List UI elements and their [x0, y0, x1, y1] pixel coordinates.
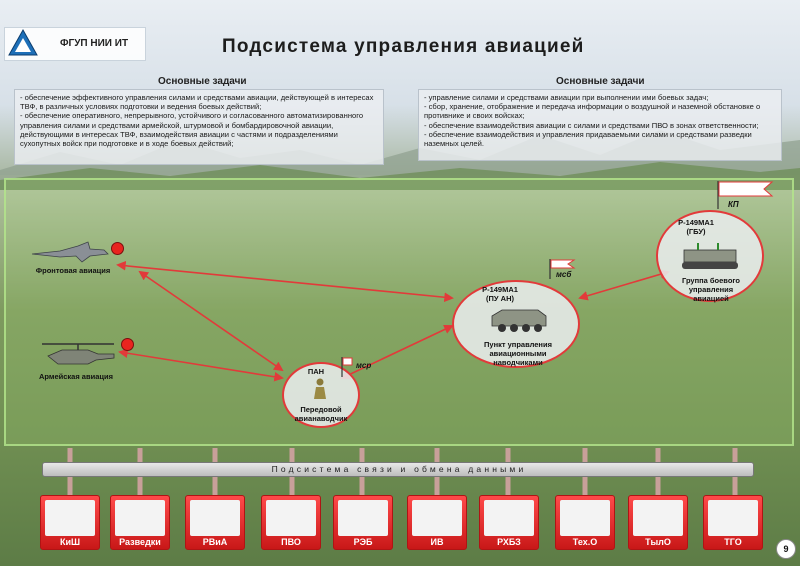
unit-vehicle-image — [45, 500, 95, 536]
msb-flag-label: мсб — [556, 270, 572, 279]
unit-label: ПВО — [281, 537, 301, 547]
link-front-to-puan — [116, 260, 454, 303]
page-number: 9 — [776, 539, 796, 559]
helicopter-icon — [42, 343, 115, 365]
command-vehicle-icon — [682, 243, 738, 269]
unit-razvedki[interactable]: Разведки — [110, 495, 170, 550]
pu-an-code-2: (ПУ АН) — [486, 294, 514, 303]
kp-flag-icon — [717, 181, 774, 209]
army-marker-dot — [121, 338, 134, 351]
apc-vehicle-icon — [491, 309, 547, 332]
link-front-to-pan — [138, 270, 284, 372]
org-logo-icon — [8, 28, 38, 56]
unit-reb[interactable]: РЭБ — [333, 495, 393, 550]
unit-vehicle-image — [412, 500, 462, 536]
unit-vehicle-image — [708, 500, 758, 536]
right-task-line: - обеспечение взаимодействия авиации с с… — [424, 120, 759, 130]
unit-label: РВиА — [202, 537, 228, 547]
kp-flag-label: КП — [728, 200, 739, 209]
army-aviation-label: Армейская авиация — [39, 372, 113, 381]
gbu-label: Группа боевого управления авиацией — [681, 276, 741, 303]
pan-code: ПАН — [307, 367, 325, 376]
unit-label: ТГО — [724, 537, 742, 547]
msb-flag-icon — [549, 259, 576, 279]
msr-flag-icon — [341, 357, 353, 377]
left-task-line: - обеспечение оперативного, непрерывного… — [20, 111, 364, 149]
left-tasks-heading: Основные задачи — [158, 76, 247, 87]
left-tasks-box: - обеспечение эффективного управления си… — [14, 89, 384, 165]
data-exchange-bus: Подсистема связи и обмена данными — [42, 462, 754, 477]
unit-label: РХБЗ — [497, 537, 521, 547]
right-task-line: - сбор, хранение, отображение и передача… — [424, 102, 761, 121]
unit-vehicle-image — [266, 500, 316, 536]
unit-vehicle-image — [560, 500, 610, 536]
link-army-to-pan — [118, 348, 284, 382]
gbu-code-2: (ГБУ) — [686, 227, 706, 236]
unit-pvo[interactable]: ПВО — [261, 495, 321, 550]
msr-flag-label: мср — [356, 361, 372, 370]
link-pan-to-puan — [340, 324, 454, 380]
pu-an-label: Пункт управления авиационными наводчикам… — [484, 340, 552, 367]
unit-label: Тех.О — [572, 537, 598, 547]
unit-label: КиШ — [59, 537, 81, 547]
unit-tekho[interactable]: Тех.О — [555, 495, 615, 550]
right-tasks-box: - управление силами и средствами авиации… — [418, 89, 782, 161]
right-task-line: - управление силами и средствами авиации… — [424, 93, 709, 102]
unit-tgo[interactable]: ТГО — [703, 495, 763, 550]
operations-field — [4, 178, 794, 446]
unit-label: РЭБ — [353, 537, 373, 547]
unit-vehicle-image — [633, 500, 683, 536]
soldier-icon — [314, 378, 326, 399]
mountains-background — [0, 130, 800, 190]
unit-vehicle-image — [338, 500, 388, 536]
unit-vehicle-image — [484, 500, 534, 536]
left-task-line: - обеспечение эффективного управления си… — [20, 93, 374, 112]
unit-label: ИВ — [430, 537, 444, 547]
unit-kish[interactable]: КиШ — [40, 495, 100, 550]
right-tasks-heading: Основные задачи — [556, 76, 645, 87]
frontline-marker-dot — [111, 242, 124, 255]
unit-rvia[interactable]: РВиА — [185, 495, 245, 550]
right-task-line: - обеспечение взаимодействия и управлени… — [424, 129, 752, 149]
frontline-aviation-label: Фронтовая авиация — [35, 266, 111, 275]
gbu-code-1: Р-149МА1 — [678, 218, 714, 227]
jet-aircraft-icon — [31, 241, 109, 263]
unit-rkhbz[interactable]: РХБЗ — [479, 495, 539, 550]
link-puan-to-gbu — [578, 269, 670, 301]
unit-vehicle-image — [190, 500, 240, 536]
page-title: Подсистема управления авиацией — [222, 36, 585, 57]
data-exchange-bus-label: Подсистема связи и обмена данными — [271, 464, 527, 474]
unit-label: ТылО — [645, 537, 671, 547]
unit-vehicle-image — [115, 500, 165, 536]
org-name: ФГУП НИИ ИТ — [60, 38, 129, 49]
unit-label: Разведки — [119, 537, 161, 547]
pu-an-code-1: Р-149МА1 — [482, 285, 518, 294]
pan-bubble — [282, 362, 360, 428]
unit-iv[interactable]: ИВ — [407, 495, 467, 550]
pan-label: Передовой авианаводчик — [294, 405, 348, 423]
unit-tylo[interactable]: ТылО — [628, 495, 688, 550]
